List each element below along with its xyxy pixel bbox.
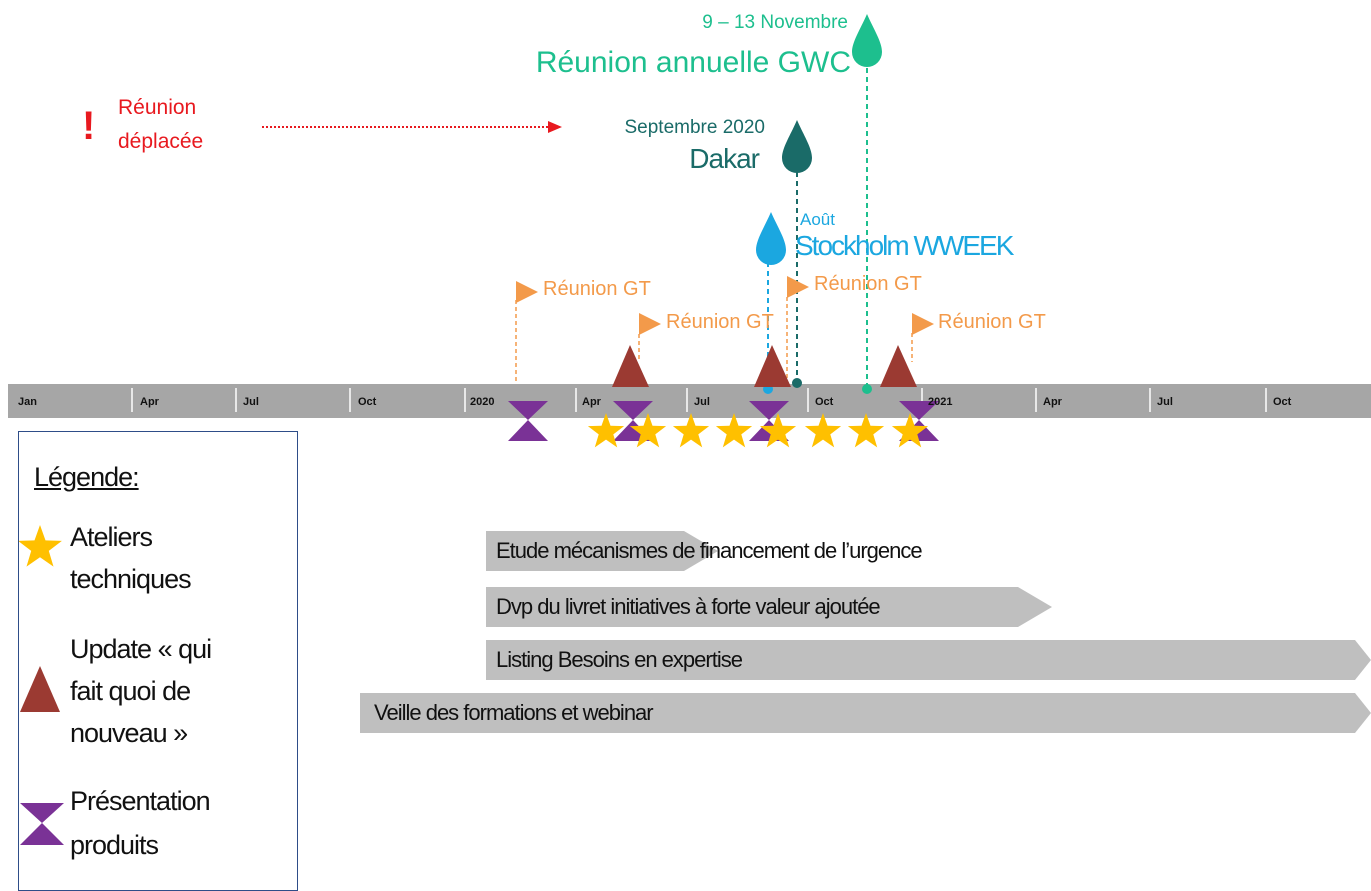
bar-listing-shape (486, 640, 1371, 680)
timeline-band (8, 384, 1371, 418)
dakar-dot (792, 378, 802, 388)
gt-flags (515, 276, 934, 384)
gwc-dot (862, 384, 872, 394)
stockholm-title: Stockholm WWEEK (795, 230, 1014, 261)
legend-title: Légende: (34, 462, 140, 492)
bar-listing-label: Listing Besoins en expertise (496, 647, 743, 672)
atelier-stars (587, 413, 929, 448)
gt-label: Réunion GT (814, 273, 922, 295)
tick-label: Jan (18, 396, 37, 408)
tick-label: Oct (358, 396, 377, 408)
bar-etude-label: Etude mécanismes de financement de l’urg… (496, 538, 923, 563)
bar-veille-shape (360, 693, 1371, 733)
tick-separators (131, 388, 1267, 412)
bar-etude-shape (486, 531, 718, 571)
legend-star-line-1: Ateliers (70, 522, 153, 552)
tick-label: Apr (1043, 396, 1062, 408)
gt-label: Réunion GT (543, 278, 651, 300)
dakar-drop-icon (782, 120, 812, 173)
dakar-date: Septembre 2020 (624, 117, 766, 138)
warning-icon: ! (82, 104, 96, 148)
legend-star-icon (18, 525, 62, 567)
tick-label: 2021 (928, 396, 953, 408)
tick-label: Apr (140, 396, 159, 408)
moved-arrow-head (548, 121, 562, 133)
legend-triangle-line-1: Update « qui (70, 634, 212, 664)
moved-line-1: Réunion (118, 96, 197, 119)
bar-dvp-label: Dvp du livret initiatives à forte valeur… (496, 594, 881, 619)
stockholm-drop-icon (756, 212, 786, 265)
tick-label: Jul (243, 396, 259, 408)
moved-line-2: déplacée (118, 130, 204, 153)
tick-label: Jul (1157, 396, 1173, 408)
tick-label: Oct (1273, 396, 1292, 408)
legend-triangle-line-2: fait quoi de (70, 676, 191, 706)
gwc-title: Réunion annuelle GWC (535, 46, 851, 79)
legend-hourglass-icon (20, 803, 64, 845)
bar-veille-label: Veille des formations et webinar (374, 700, 654, 725)
gwc-date: 9 – 13 Novembre (702, 12, 848, 33)
tick-label: 2020 (470, 396, 495, 408)
gt-label: Réunion GT (666, 311, 774, 333)
legend-hourglass-line-1: Présentation (70, 786, 211, 816)
dakar-title: Dakar (689, 143, 760, 174)
legend-triangle-icon (20, 666, 60, 712)
stockholm-date: Août (800, 210, 835, 229)
gwc-drop-icon (852, 14, 882, 67)
tick-label: Jul (694, 396, 710, 408)
tick-label: Oct (815, 396, 834, 408)
bar-dvp-shape (486, 587, 1052, 627)
tick-label: Apr (582, 396, 601, 408)
legend-triangle-line-3: nouveau » (70, 718, 188, 748)
legend-star-line-2: techniques (70, 564, 192, 594)
legend-hourglass-line-2: produits (70, 830, 159, 860)
update-triangles (612, 345, 917, 387)
gt-label: Réunion GT (938, 311, 1046, 333)
